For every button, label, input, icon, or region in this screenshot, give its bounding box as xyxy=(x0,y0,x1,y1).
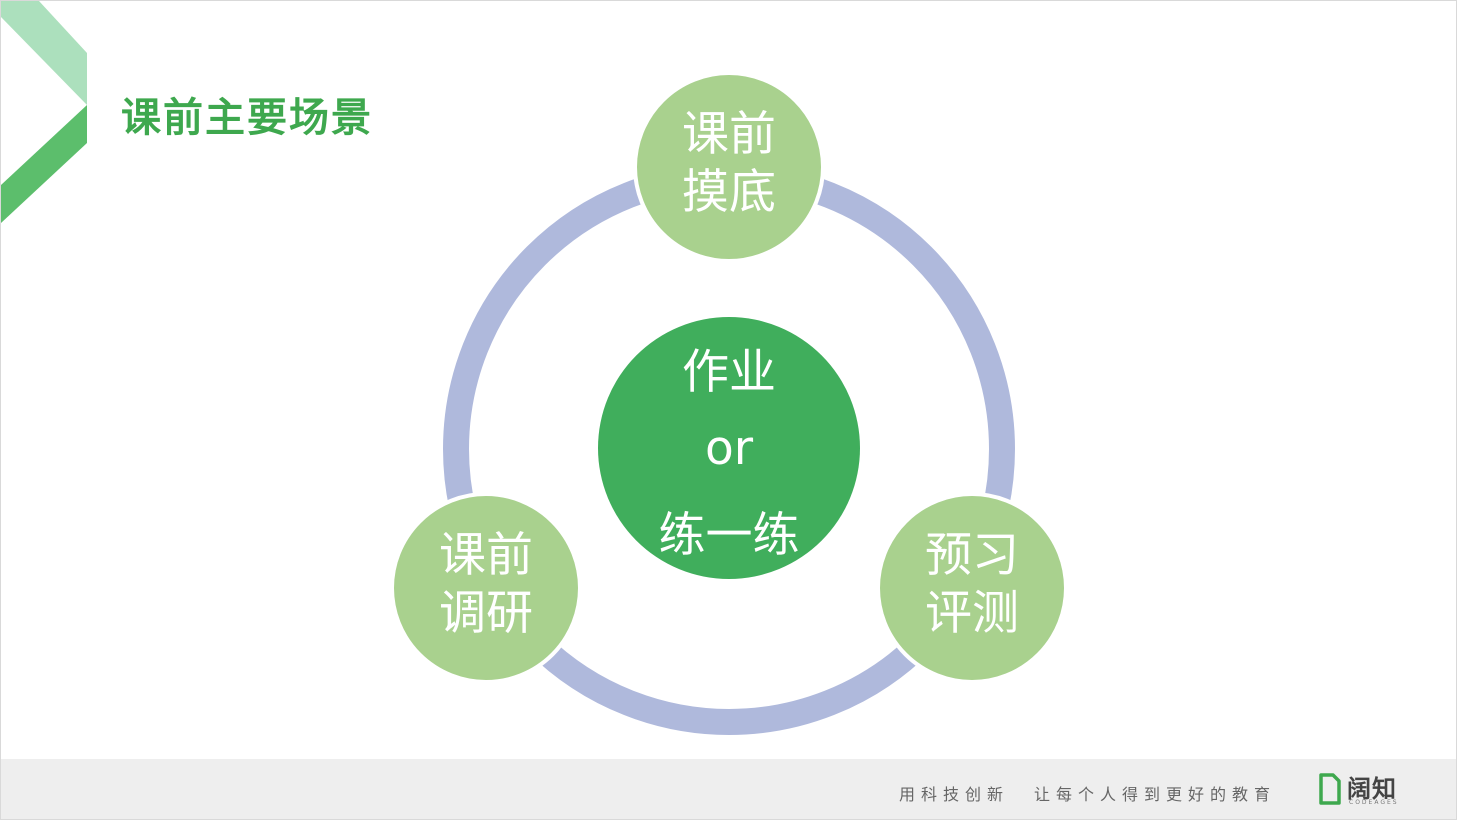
footer-slogan-part2: 让每个人得到更好的教育 xyxy=(1034,785,1277,804)
center-label-line2: or xyxy=(704,421,754,476)
corner-dark-stripe xyxy=(1,105,87,223)
footer-bar: 用科技创新 让每个人得到更好的教育 阔知 CODEAGES xyxy=(1,759,1456,819)
corner-light-stripe xyxy=(1,1,87,105)
center-label-line3: 练一练 xyxy=(658,508,800,563)
node-circle-right xyxy=(876,492,1068,684)
logo-icon xyxy=(1319,773,1341,805)
center-circle xyxy=(598,317,860,579)
logo-subtitle: CODEAGES xyxy=(1349,799,1399,806)
cycle-diagram xyxy=(390,71,1068,735)
node-label-left: 课前 调研 xyxy=(439,528,533,641)
node-label-top: 课前 摸底 xyxy=(682,107,776,220)
node-label-right: 预习 评测 xyxy=(925,528,1019,641)
node-circle-left xyxy=(390,492,582,684)
center-label-line1: 作业 xyxy=(682,345,776,400)
logo-name: 阔知 xyxy=(1347,775,1397,803)
node-circle-top xyxy=(633,71,825,263)
page-title: 课前主要场景 xyxy=(121,95,373,141)
footer-slogan-part1: 用科技创新 xyxy=(899,785,1010,804)
corner-decoration xyxy=(1,1,87,223)
